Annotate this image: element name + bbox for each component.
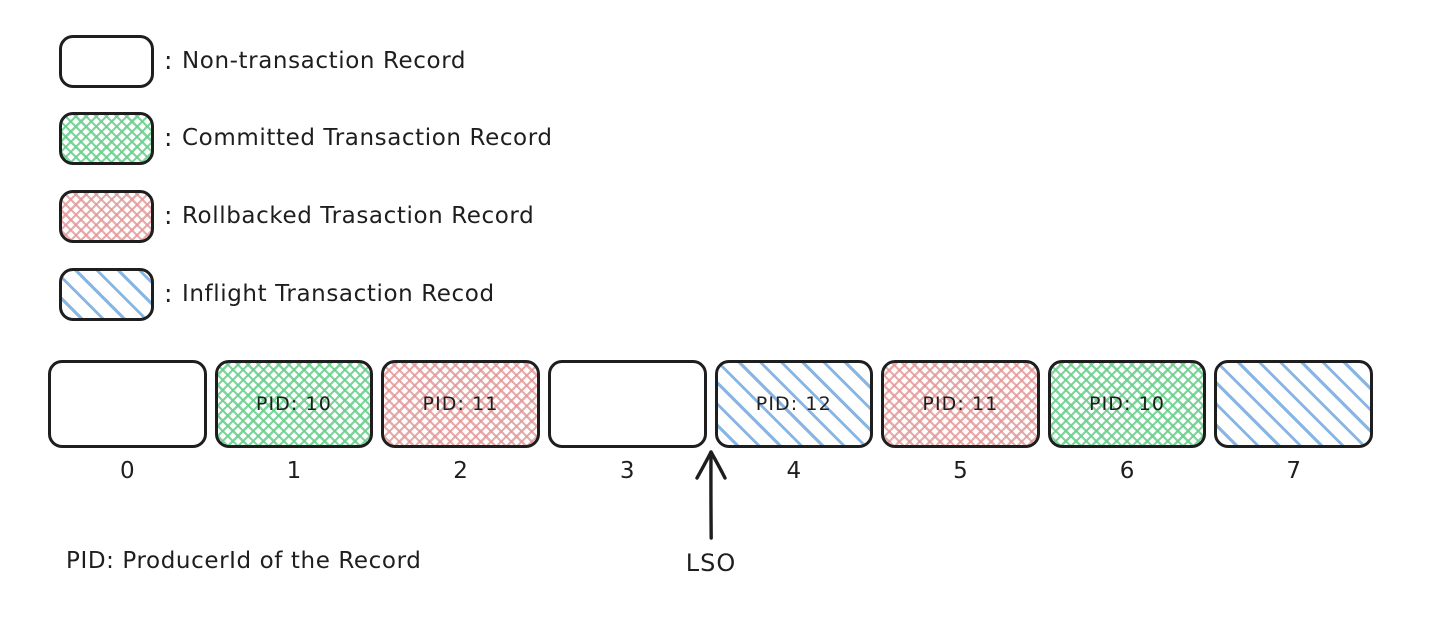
record-pid-label: PID: 10 (1089, 393, 1166, 415)
record-pid-label: PID: 11 (922, 393, 999, 415)
legend: : Non-transaction Record: Committed Transa… (0, 35, 1450, 328)
log-record-0[interactable] (48, 360, 207, 448)
record-offset-label: 0 (119, 458, 135, 484)
legend-item-red: : Rollbacked Trasaction Record (0, 190, 1450, 250)
legend-label: Non-transaction Record (182, 48, 467, 74)
legend-separator: : (164, 46, 173, 75)
legend-label: Committed Transaction Record (182, 125, 553, 151)
legend-swatch-blue (59, 268, 154, 321)
pid-footnote: PID: ProducerId of the Record (66, 548, 422, 574)
log-record-1[interactable]: PID: 10 (214, 360, 374, 448)
record-offset-label: 7 (1286, 458, 1301, 484)
legend-swatch-green (59, 112, 154, 165)
log-record-7[interactable] (1214, 360, 1373, 448)
record-offset-label: 2 (453, 458, 468, 484)
record-offset-label: 3 (619, 458, 635, 484)
legend-separator: : (164, 279, 173, 308)
lso-label: LSO (685, 549, 737, 577)
record-pid-label: PID: 12 (755, 393, 832, 415)
legend-item-green: : Committed Transaction Record (0, 112, 1450, 172)
record-pid-label: PID: 10 (255, 393, 332, 415)
legend-swatch-none (59, 35, 154, 88)
legend-label: Inflight Transaction Recod (182, 281, 495, 307)
legend-item-none: : Non-transaction Record (0, 35, 1450, 95)
log-record-3[interactable] (547, 360, 707, 448)
log-record-5[interactable]: PID: 11 (881, 360, 1040, 448)
log-record-2[interactable]: PID: 11 (381, 360, 540, 448)
record-offset-label: 6 (1119, 458, 1135, 484)
legend-label: Rollbacked Trasaction Record (182, 203, 535, 229)
record-offset-label: 4 (786, 458, 802, 484)
legend-separator: : (164, 201, 173, 230)
record-offset-label: 5 (953, 458, 968, 484)
legend-separator: : (164, 123, 173, 152)
log-record-4[interactable]: PID: 12 (714, 360, 874, 448)
legend-swatch-red (59, 190, 154, 243)
lso-arrow-icon (681, 446, 741, 542)
record-pid-label: PID: 11 (422, 393, 499, 415)
record-offset-label: 1 (286, 458, 302, 484)
legend-item-blue: : Inflight Transaction Recod (0, 268, 1450, 328)
log-record-6[interactable]: PID: 10 (1047, 360, 1207, 448)
